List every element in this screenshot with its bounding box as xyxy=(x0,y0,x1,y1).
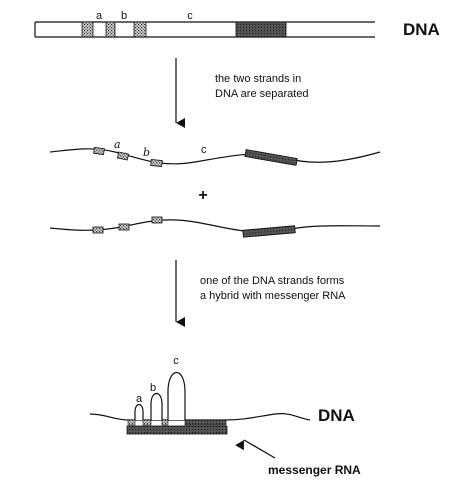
hybrid-exon-3 xyxy=(161,419,169,426)
intron-loop-b xyxy=(150,392,163,420)
strand-2-exon-a xyxy=(92,226,104,234)
dna-double-strand: a b c DNA xyxy=(34,10,440,39)
exon-1 xyxy=(81,21,94,38)
loop-label-a: a xyxy=(136,393,143,405)
strand-2-exon-c xyxy=(151,216,163,224)
strand-1-exon-d xyxy=(244,149,298,166)
hybrid-exon-4 xyxy=(184,419,227,426)
hybrid-exon-2 xyxy=(142,419,152,426)
strand-1-exon-b xyxy=(117,151,129,161)
mrna-strand xyxy=(126,425,228,435)
exon-2 xyxy=(105,21,116,38)
dna-mrna-hybrid: a b c DNA messenger RNA xyxy=(89,355,361,477)
separation-caption-line-1: the two strands in xyxy=(215,73,301,85)
plus-sign: + xyxy=(198,187,207,204)
top-dna-label: DNA xyxy=(403,20,440,39)
hybrid-dna-left xyxy=(89,413,129,421)
hybrid-dna-label: DNA xyxy=(318,406,355,425)
exon-4 xyxy=(235,21,287,38)
strand-2-exon-b xyxy=(118,223,130,231)
hybrid-exon-1 xyxy=(127,419,136,426)
mrna-label: messenger RNA xyxy=(268,463,361,477)
strand-2-exon-d xyxy=(242,225,296,238)
exon-3 xyxy=(133,21,147,38)
strand-1-label-a: a xyxy=(114,138,121,151)
hybrid-dna-right xyxy=(225,413,311,421)
top-label-a: a xyxy=(96,10,103,22)
strand-1-exon-a xyxy=(93,146,105,156)
strand-1-label-b: b xyxy=(143,146,150,159)
strand-1-label-c: c xyxy=(201,144,207,156)
mrna-pointer-arrow xyxy=(235,439,276,459)
top-label-b: b xyxy=(121,10,127,22)
loop-label-c: c xyxy=(173,355,179,367)
hybrid-caption-line-2: a hybrid with messenger RNA xyxy=(200,290,346,302)
separation-caption-line-2: DNA are separated xyxy=(215,88,309,100)
separated-strand-1: a b c xyxy=(49,138,381,168)
hybrid-caption-line-1: one of the DNA strands forms xyxy=(200,275,345,287)
loop-label-b: b xyxy=(150,382,156,394)
separated-strand-2 xyxy=(49,216,381,238)
top-label-c: c xyxy=(187,10,193,22)
intron-loop-a xyxy=(134,403,144,420)
strand-1-exon-c xyxy=(150,159,163,168)
intron-loop-c xyxy=(167,372,186,420)
